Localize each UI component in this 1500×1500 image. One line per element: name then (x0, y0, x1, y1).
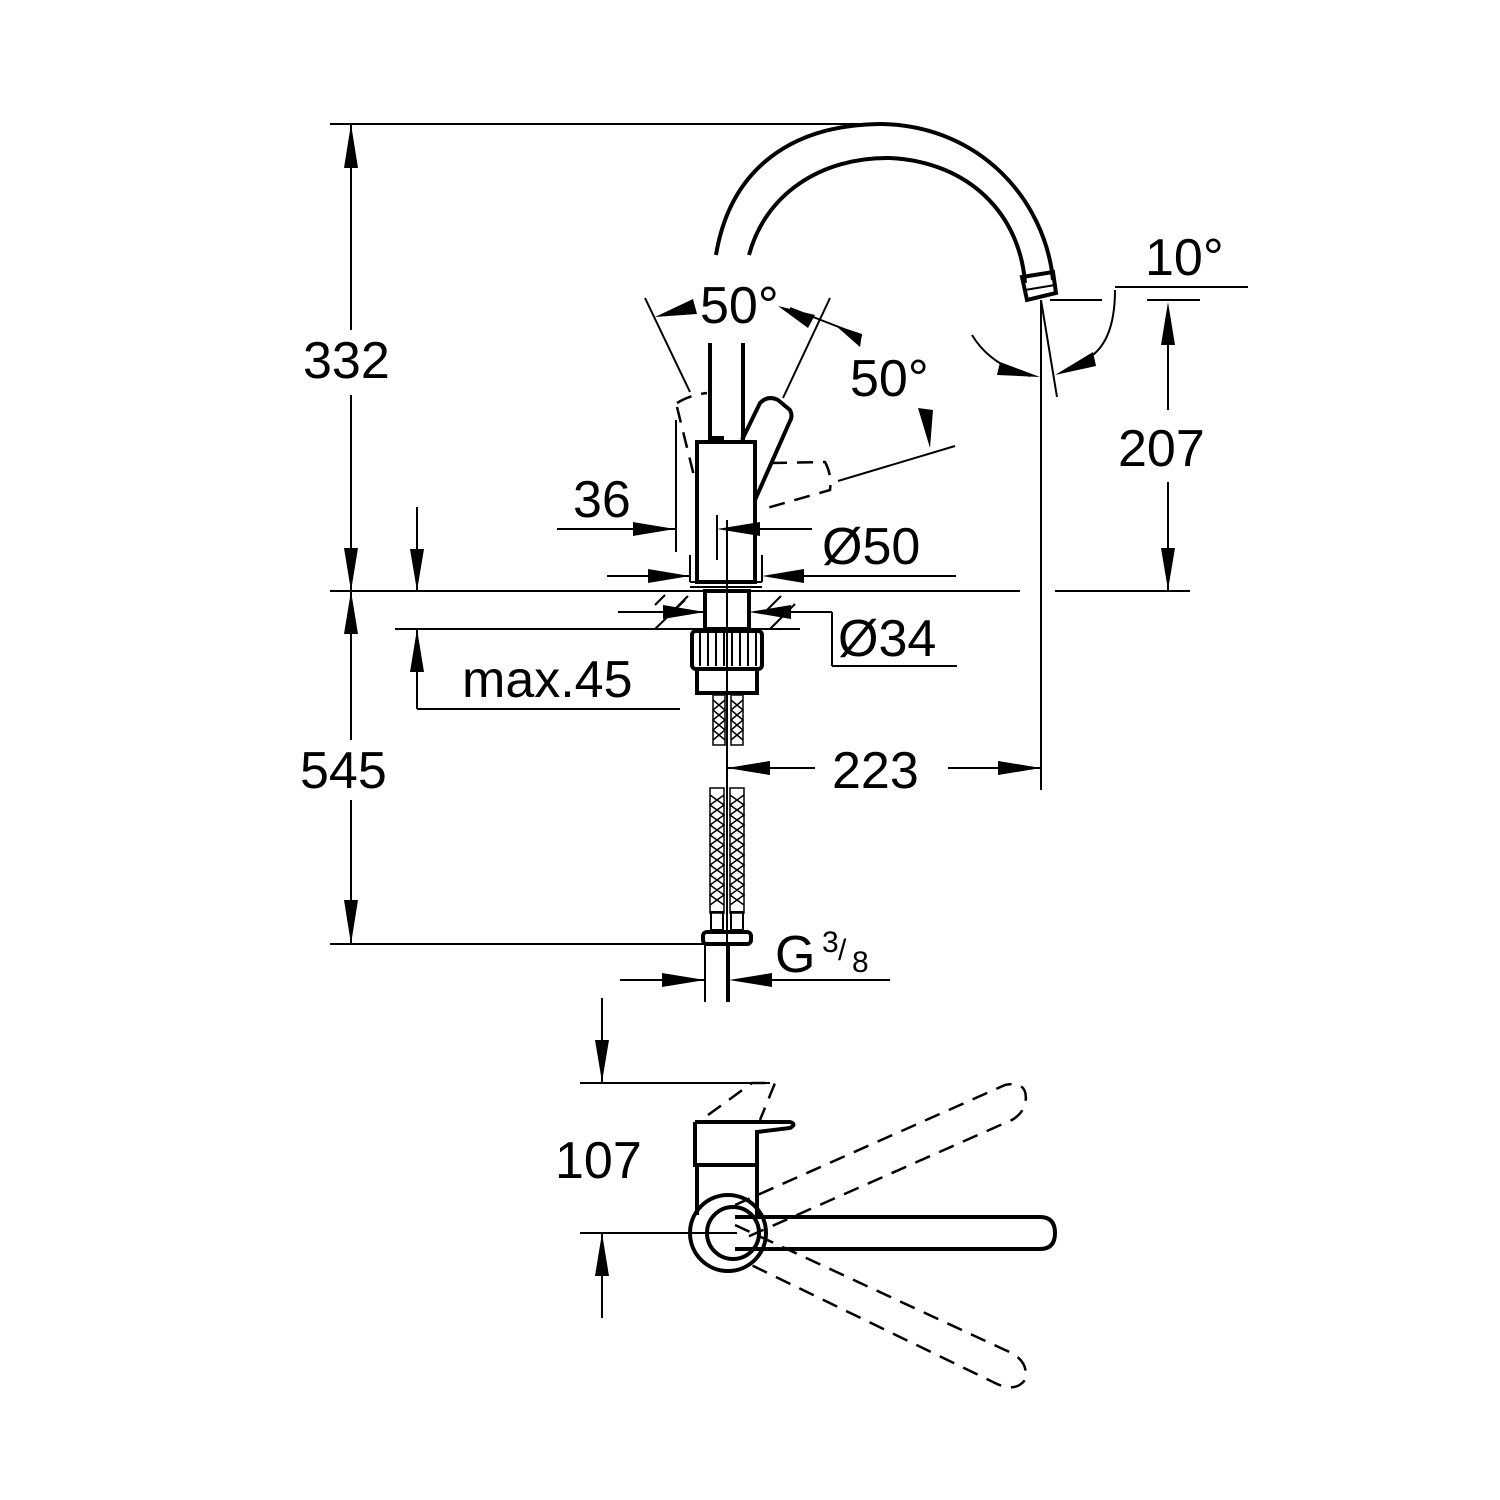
lever-handle (740, 396, 794, 501)
label-107: 107 (555, 1132, 642, 1190)
arrow-50-right (835, 325, 862, 347)
label-angle-50-right: 50° (850, 350, 929, 408)
label-thread-g: G (775, 926, 815, 984)
label-332: 332 (303, 332, 390, 390)
label-o34: Ø34 (838, 610, 936, 668)
label-223: 223 (832, 742, 919, 800)
lever-top-view (735, 1215, 1058, 1251)
arrow-50-lower (918, 408, 933, 448)
spout-outer-arc (714, 121, 1055, 281)
hose-connector (701, 930, 753, 946)
supply-hoses-upper (711, 694, 745, 746)
body-top-view (695, 1120, 796, 1215)
label-thread-den: 8 (852, 946, 869, 979)
cartridge-outer-circle (688, 1193, 768, 1273)
label-thread-slash: / (838, 934, 847, 967)
label-angle-10: 10° (1145, 229, 1224, 287)
label-36: 36 (573, 471, 631, 529)
label-angle-50-left: 50° (700, 277, 779, 335)
nut-base (695, 669, 759, 695)
handle-ghost-top (707, 1081, 777, 1121)
mounting-nut (690, 629, 764, 671)
label-545: 545 (300, 742, 387, 800)
angle-ext-left (644, 297, 691, 393)
label-207: 207 (1118, 420, 1205, 478)
lever-ghost-up (734, 1082, 1028, 1240)
angle-ext-right (782, 297, 831, 399)
lever-ghost-right (759, 460, 832, 512)
lever-ghost-left-top (676, 391, 708, 405)
angle-ext-lower (837, 445, 956, 482)
front-view (330, 121, 1248, 1002)
supply-hoses-lower (701, 787, 753, 946)
label-o50: Ø50 (822, 518, 920, 576)
arrow-50-left (655, 299, 697, 317)
spout-inner-arc (747, 155, 1027, 284)
top-view (580, 998, 1058, 1389)
label-max45: max.45 (462, 651, 633, 709)
spout-aerator (1019, 269, 1059, 303)
label-thread-num: 3 (822, 926, 839, 959)
